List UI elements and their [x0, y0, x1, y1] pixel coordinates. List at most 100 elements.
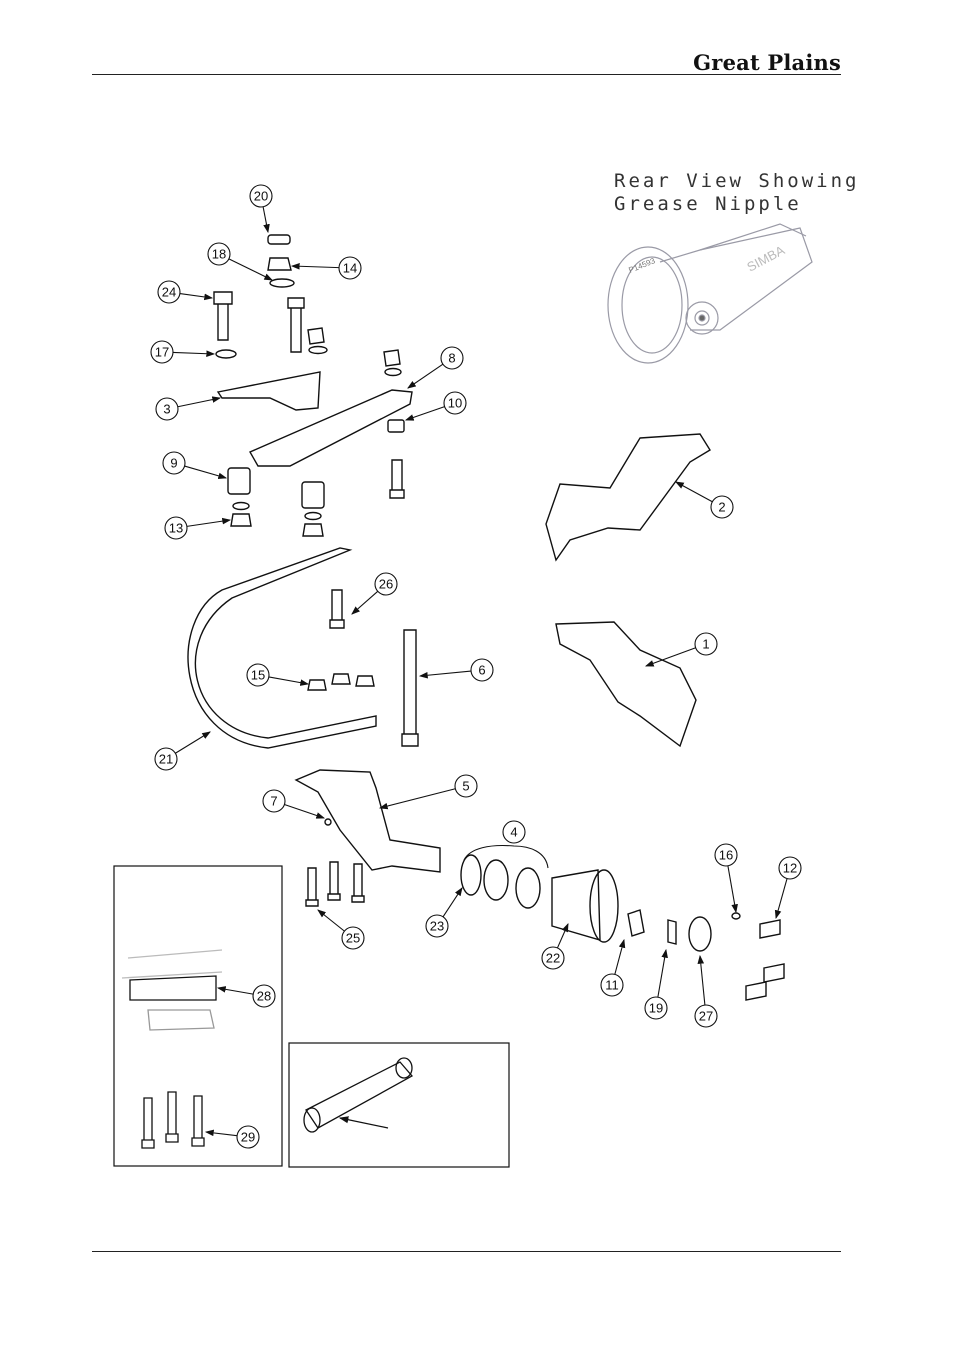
callout-number: 3: [163, 402, 170, 417]
callout-28: 28: [218, 985, 275, 1007]
washer: [309, 347, 327, 354]
callout-number: 26: [379, 577, 393, 592]
part-24-bolt: [214, 292, 232, 340]
part-25-bolt: [306, 868, 318, 906]
part-14-castle-nut: [268, 258, 291, 270]
callout-number: 4: [510, 825, 517, 840]
callout-19: 19: [645, 950, 667, 1019]
part-5-stub-axle: [296, 770, 440, 872]
nut: [384, 350, 400, 366]
hub-flange: [590, 870, 618, 942]
rear-view-illustration: P14593 SIMBA: [608, 224, 812, 363]
callout-leader: [352, 591, 378, 614]
callout-number: 22: [546, 951, 560, 966]
callout-leader: [206, 1132, 237, 1136]
callout-number: 10: [448, 396, 462, 411]
washer: [385, 369, 401, 376]
bolt: [390, 460, 404, 498]
part-4-bearing: [516, 868, 540, 908]
callout-number: 5: [462, 779, 469, 794]
callout-number: 11: [605, 978, 619, 993]
part-26-pin: [330, 590, 344, 628]
callout-5: 5: [380, 775, 477, 808]
callout-leader: [173, 352, 214, 354]
part-20: [268, 235, 290, 244]
callout-number: 25: [346, 931, 360, 946]
part-12-bolt: [760, 920, 780, 938]
part-15-nut: [308, 680, 326, 690]
callout-number: 7: [270, 794, 277, 809]
callout-leader: [229, 259, 272, 280]
callout-leader: [178, 398, 220, 407]
inset-pin: [304, 1058, 412, 1132]
washer: [233, 503, 249, 510]
part-4-bearing: [484, 860, 508, 900]
callout-3: 3: [156, 398, 220, 420]
callout-15: 15: [247, 664, 308, 686]
callout-leader: [676, 482, 712, 502]
callout-leader: [185, 466, 226, 478]
callout-leader: [728, 866, 736, 912]
part-23-seal: [461, 855, 481, 895]
callout-leader: [175, 732, 210, 753]
callout-leader: [776, 879, 787, 918]
callout-number: 1: [702, 637, 709, 652]
callout-number: 6: [478, 663, 485, 678]
callout-27: 27: [695, 956, 717, 1027]
callout-9: 9: [163, 452, 226, 478]
part-7-grease-nipple: [325, 819, 331, 825]
callout-number: 9: [170, 456, 177, 471]
callout-4: 4: [464, 821, 548, 868]
part-3-plate: [218, 372, 320, 410]
callout-29: 29: [206, 1126, 259, 1148]
bolt: [352, 864, 364, 902]
callout-number: 8: [448, 351, 455, 366]
inset-box-right: [289, 1043, 509, 1167]
callout-number: 14: [343, 261, 357, 276]
part-19-split-pin: [668, 920, 676, 944]
callout-16: 16: [715, 844, 737, 912]
callout-number: 28: [257, 989, 271, 1004]
callout-18: 18: [208, 243, 272, 280]
callout-14: 14: [292, 257, 361, 279]
nut: [303, 524, 323, 536]
part-11-castle-nut: [628, 910, 644, 936]
callout-number: 29: [241, 1130, 255, 1145]
callout-leader: [420, 671, 471, 676]
bolt: [166, 1092, 178, 1142]
callout-leader: [180, 294, 212, 298]
callout-leader: [269, 677, 308, 684]
bolt: [746, 982, 766, 1000]
callout-number: 12: [783, 861, 797, 876]
callout-17: 17: [151, 341, 214, 363]
inset-box-left: [114, 866, 282, 1166]
part-6-pin: [402, 630, 418, 746]
callout-leader: [380, 789, 455, 808]
callout-24: 24: [158, 281, 212, 303]
part-2-stub-axle: [546, 434, 710, 560]
nut: [308, 328, 324, 344]
callout-leader: [700, 956, 705, 1005]
callout-leader: [443, 888, 462, 917]
callout-number: 19: [649, 1001, 663, 1016]
callout-number: 24: [162, 285, 176, 300]
center-bolt: [288, 298, 304, 352]
inset-pin-leader: [340, 1118, 388, 1128]
bolt: [328, 862, 340, 900]
callout-number: 16: [719, 848, 733, 863]
part-10-spacer: [388, 420, 404, 432]
callout-1: 1: [646, 633, 717, 666]
callout-leader: [187, 520, 230, 526]
nut: [332, 674, 350, 684]
rear-view-part-number: P14593: [627, 256, 656, 275]
callout-leader: [218, 988, 253, 994]
callout-leader: [408, 364, 443, 388]
callout-7: 7: [263, 790, 324, 818]
part-21-frame: [188, 548, 376, 748]
part-13-nut: [231, 514, 251, 526]
callout-bracket: [464, 846, 548, 868]
callout-11: 11: [601, 940, 624, 996]
callout-23: 23: [426, 888, 462, 937]
callout-number: 15: [251, 668, 265, 683]
